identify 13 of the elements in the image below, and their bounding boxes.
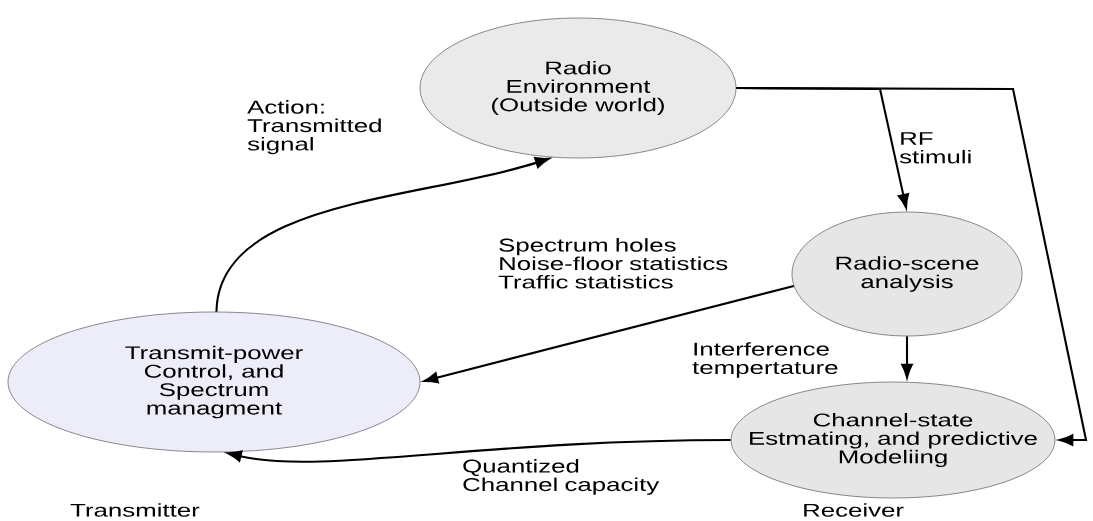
arrow (901, 336, 913, 379)
ellipse-node: Transmit-power Control, and Spectrum managment (7, 311, 421, 453)
edge-label: RF stimuli (899, 132, 971, 164)
ellipse-node: Channel-state Estmating, and predictive Modeliing (730, 381, 1056, 499)
arrow (736, 86, 1088, 446)
ellipse-node: Radio Environment (Outside world) (419, 17, 737, 159)
edge-label: Action: Transmitted signal (247, 100, 381, 155)
edge-label: Spectrum holes Noise-floor statistics Traffic statistics (498, 238, 728, 289)
arrow (423, 284, 795, 384)
side-label: Transmitter (70, 503, 200, 517)
ellipse-node: Radio-scene analysis (791, 211, 1023, 337)
edge-label: Interference tempertature (692, 342, 838, 378)
edge-label: Quantized Channel capacity (463, 459, 660, 495)
